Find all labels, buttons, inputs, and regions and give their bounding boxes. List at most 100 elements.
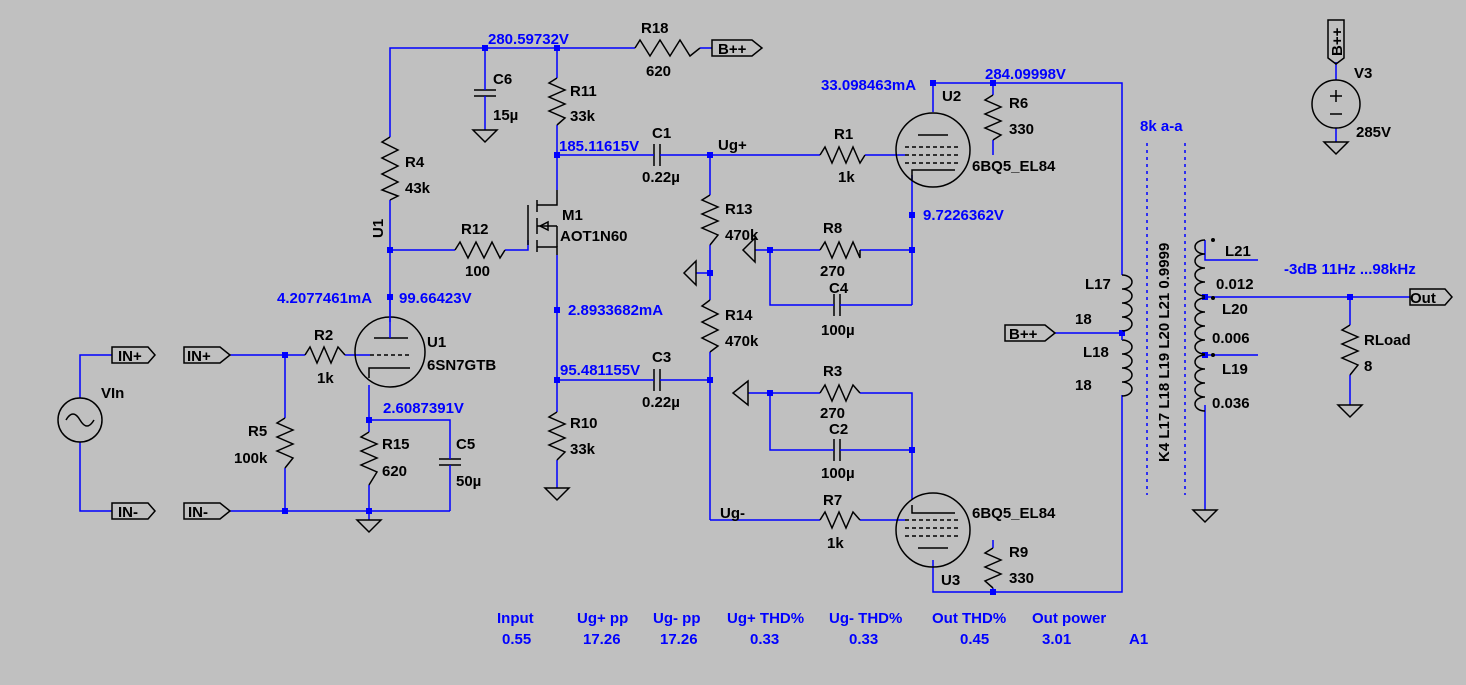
resistor-r15[interactable] — [359, 431, 379, 486]
svg-text:L21: L21 — [1225, 243, 1251, 260]
resistor-r8[interactable] — [819, 240, 861, 260]
resistor-r7[interactable] — [819, 510, 861, 530]
svg-text:1k: 1k — [827, 535, 844, 552]
svg-text:U1: U1 — [427, 334, 446, 351]
port-in-minus[interactable]: IN- — [183, 502, 232, 521]
resistor-r9[interactable] — [983, 547, 1003, 589]
measurement-label: Input — [497, 610, 534, 627]
junctions — [282, 45, 1353, 595]
svg-text:R8: R8 — [823, 220, 842, 237]
svg-text:R3: R3 — [823, 363, 842, 380]
svg-text:RLoad: RLoad — [1364, 332, 1411, 349]
svg-text:R1: R1 — [834, 126, 853, 143]
transformer-primary[interactable] — [1121, 274, 1133, 397]
ground-secondary — [1191, 509, 1219, 524]
svg-text:C2: C2 — [829, 421, 848, 438]
svg-text:2.8933682mA: 2.8933682mA — [568, 302, 663, 319]
tube-u1[interactable] — [354, 300, 426, 388]
resistor-r1[interactable] — [819, 145, 866, 165]
mosfet-m1[interactable] — [527, 190, 558, 255]
resistor-r14[interactable] — [700, 299, 720, 353]
svg-text:8k a-a: 8k a-a — [1140, 118, 1183, 135]
svg-text:185.11615V: 185.11615V — [559, 138, 639, 155]
tube-u3[interactable] — [895, 492, 971, 568]
svg-text:R14: R14 — [725, 307, 753, 324]
svg-text:R9: R9 — [1009, 544, 1028, 561]
ground-r13-tap — [682, 259, 697, 287]
svg-text:M1: M1 — [562, 207, 583, 224]
port-in-minus-source[interactable]: IN- — [111, 502, 156, 521]
resistor-r10[interactable] — [547, 411, 567, 461]
svg-text:99.66423V: 99.66423V — [399, 290, 472, 307]
resistor-r3[interactable] — [819, 383, 861, 403]
port-bpp-v3[interactable]: B++ — [1327, 19, 1346, 65]
svg-text:284.09998V: 284.09998V — [985, 66, 1066, 83]
ground-v3 — [1322, 141, 1350, 156]
svg-text:Out: Out — [1410, 290, 1436, 307]
port-bpp-r18[interactable]: B++ — [711, 39, 764, 58]
svg-text:100k: 100k — [234, 450, 268, 467]
capacitor-c3[interactable] — [648, 369, 666, 391]
resistor-r12[interactable] — [454, 240, 506, 260]
resistor-r5[interactable] — [275, 417, 295, 469]
capacitor-c5[interactable] — [439, 455, 461, 470]
svg-text:0.036: 0.036 — [1212, 395, 1250, 412]
resistor-r6[interactable] — [983, 94, 1003, 141]
svg-text:IN+: IN+ — [118, 348, 142, 365]
measurement-value: 0.33 — [849, 631, 878, 648]
svg-text:18: 18 — [1075, 311, 1092, 328]
ground-u1 — [355, 519, 383, 534]
capacitor-c4[interactable] — [826, 294, 847, 316]
svg-text:1k: 1k — [317, 370, 334, 387]
measurement-label: Out power — [1032, 610, 1106, 627]
measurement-label: Ug- pp — [653, 610, 700, 627]
port-in-plus[interactable]: IN+ — [183, 346, 232, 365]
measurement-value: 3.01 — [1042, 631, 1071, 648]
svg-text:R2: R2 — [314, 327, 333, 344]
svg-text:C6: C6 — [493, 71, 512, 88]
svg-text:K4 L17 L18 L19 L20 L21 0.9999: K4 L17 L18 L19 L20 L21 0.9999 — [1156, 243, 1173, 462]
svg-text:33k: 33k — [570, 441, 596, 458]
svg-text:95.481155V: 95.481155V — [560, 362, 640, 379]
transformer-secondary[interactable] — [1194, 238, 1215, 412]
tube-u2[interactable] — [895, 112, 971, 188]
svg-text:U2: U2 — [942, 88, 961, 105]
net-label-u1: U1 — [370, 219, 387, 238]
svg-text:620: 620 — [382, 463, 407, 480]
svg-text:R11: R11 — [570, 83, 597, 100]
svg-text:IN-: IN- — [188, 504, 208, 521]
svg-text:C1: C1 — [652, 125, 671, 142]
svg-text:B++: B++ — [1009, 326, 1038, 343]
capacitor-c6[interactable] — [474, 80, 496, 130]
resistor-rload[interactable] — [1340, 324, 1360, 376]
svg-text:R7: R7 — [823, 492, 842, 509]
measurement-label: Ug- THD% — [829, 610, 902, 627]
v3-source[interactable] — [1311, 79, 1361, 129]
svg-text:8: 8 — [1364, 358, 1372, 375]
svg-text:0.22µ: 0.22µ — [642, 169, 680, 186]
svg-text:470k: 470k — [725, 333, 759, 350]
measurement-value: 0.33 — [750, 631, 779, 648]
transformer-core — [1146, 143, 1186, 495]
ground-rload — [1336, 404, 1364, 419]
svg-text:IN-: IN- — [118, 504, 138, 521]
ground-c6 — [471, 129, 499, 144]
svg-text:R6: R6 — [1009, 95, 1028, 112]
vin-source[interactable] — [57, 397, 103, 443]
ground-r3 — [731, 379, 749, 407]
capacitor-c1[interactable] — [648, 144, 666, 166]
capacitor-c2[interactable] — [826, 439, 847, 461]
resistor-r13[interactable] — [700, 194, 720, 246]
port-in-plus-source[interactable]: IN+ — [111, 346, 156, 365]
svg-text:33.098463mA: 33.098463mA — [821, 77, 916, 94]
measurement-label: Out THD% — [932, 610, 1006, 627]
svg-text:L20: L20 — [1222, 301, 1248, 318]
resistor-r18[interactable] — [634, 38, 701, 58]
resistor-r2[interactable] — [304, 345, 346, 365]
resistor-r4[interactable] — [380, 136, 400, 201]
svg-text:L19: L19 — [1222, 361, 1248, 378]
port-bpp-transformer[interactable]: B++ — [1004, 324, 1057, 343]
resistor-r11[interactable] — [547, 77, 567, 126]
svg-text:V3: V3 — [1354, 65, 1372, 82]
port-out[interactable]: Out — [1409, 288, 1453, 307]
